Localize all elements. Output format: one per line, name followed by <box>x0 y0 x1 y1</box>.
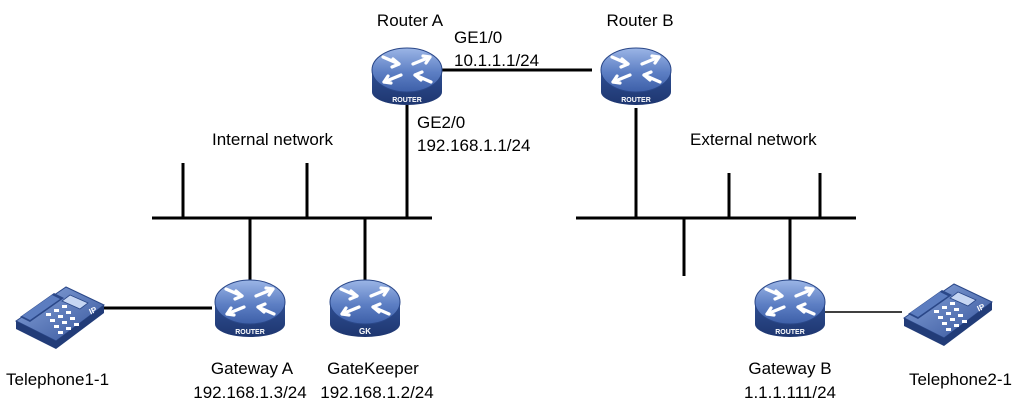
external-network-bus <box>576 173 856 276</box>
router-b-label: Router B <box>606 11 673 30</box>
ge2-ip-label: 192.168.1.1/24 <box>417 136 530 155</box>
gateway-b-ip-label: 1.1.1.111/24 <box>744 383 836 402</box>
ge2-interface-label: GE2/0 <box>417 113 465 132</box>
gateway-a-ip-label: 192.168.1.3/24 <box>193 383 306 402</box>
internal-network-bus <box>152 163 432 220</box>
gatekeeper-icon[interactable]: GK <box>328 278 402 339</box>
svg-text:IP: IP <box>976 302 987 314</box>
router-b-icon[interactable]: ROUTER <box>599 46 673 107</box>
telephone1-1-ip-phone-icon[interactable]: IP <box>15 286 105 350</box>
svg-text:ROUTER: ROUTER <box>392 97 422 104</box>
gateway-b-icon[interactable]: ROUTER <box>753 278 827 339</box>
svg-text:ROUTER: ROUTER <box>775 329 805 336</box>
ge1-interface-label: GE1/0 <box>454 28 502 47</box>
telephone1-1-label: Telephone1-1 <box>6 370 109 389</box>
gatekeeper-ip-label: 192.168.1.2/24 <box>320 383 433 402</box>
external-network-label: External network <box>690 130 817 149</box>
gateway-a-icon[interactable]: ROUTER <box>213 278 287 339</box>
gateway-b-label: Gateway B <box>748 359 831 378</box>
internal-network-label: Internal network <box>212 130 333 149</box>
svg-text:ROUTER: ROUTER <box>621 97 651 104</box>
svg-text:IP: IP <box>88 305 99 317</box>
ge1-ip-label: 10.1.1.1/24 <box>454 51 539 70</box>
gateway-a-label: Gateway A <box>211 359 294 378</box>
links <box>90 68 902 313</box>
gatekeeper-label: GateKeeper <box>327 359 419 378</box>
svg-text:GK: GK <box>359 327 371 336</box>
router-a-icon[interactable]: ROUTER <box>370 46 444 107</box>
telephone2-1-label: Telephone2-1 <box>909 370 1012 389</box>
svg-text:ROUTER: ROUTER <box>235 329 265 336</box>
telephone2-1-ip-phone-icon[interactable]: IP <box>903 283 993 347</box>
router-a-label: Router A <box>377 11 444 30</box>
